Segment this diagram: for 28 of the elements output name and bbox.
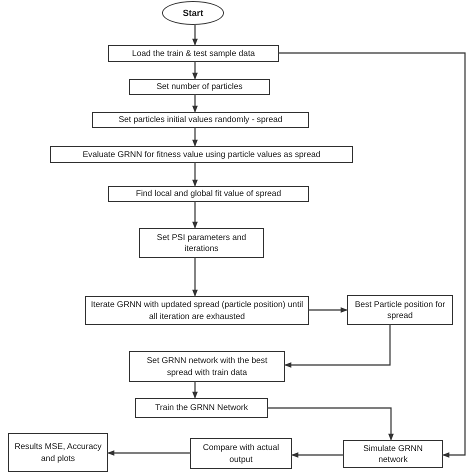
arrow [192,258,198,297]
process-box: Set PSI parameters and iterations [139,228,264,258]
process-box: Set GRNN network with the best spread with train data [129,351,285,382]
arrow [192,163,198,187]
arrow [284,325,391,368]
arrow [192,95,198,113]
process-box: Iterate GRNN with updated spread (particle position) until all iteration are exhausted [85,296,309,325]
process-box: Simulate GRNN network [343,440,443,468]
arrow [192,128,198,147]
arrow [192,62,198,80]
arrow [279,52,466,458]
process-box: Results MSE, Accuracy and plots [8,433,108,472]
process-box: Best Particle position for spread [347,295,453,325]
arrow [192,202,198,229]
arrow [107,450,190,456]
process-box: Find local and global fit value of spread [108,186,309,202]
process-box: Load the train & test sample data [108,45,279,62]
arrow [291,452,343,458]
process-box: Compare with actual output [190,438,292,469]
process-box: Set number of particles [129,79,270,95]
process-box: Evaluate GRNN for fitness value using particle values as spread [50,146,353,163]
process-box: Set particles initial values randomly - spread [92,112,309,128]
arrow [192,382,198,399]
process-box: Train the GRNN Network [135,398,268,418]
arrow [309,307,348,313]
start-terminal: Start [162,1,224,25]
arrow [192,25,198,46]
arrow [268,407,394,441]
